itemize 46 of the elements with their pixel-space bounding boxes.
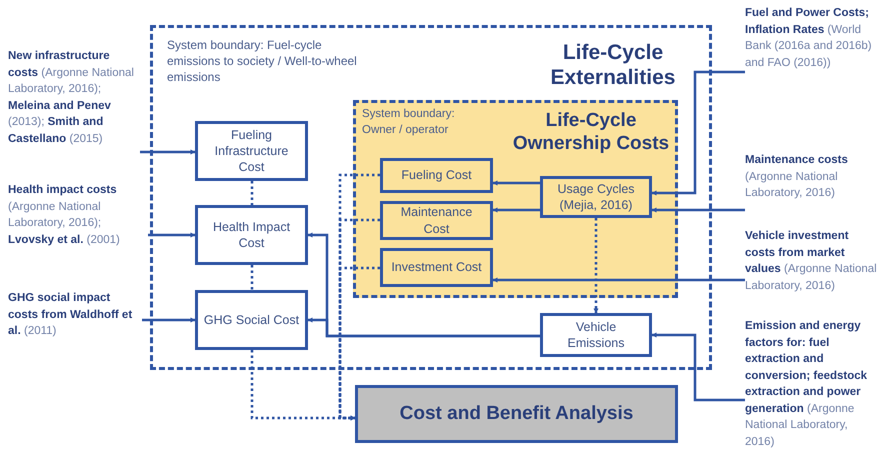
arrow xyxy=(142,318,196,322)
process-box xyxy=(540,313,652,357)
boundary-heading: Life-Cycle Externalities xyxy=(550,40,676,90)
arrow xyxy=(338,218,380,420)
system-boundary xyxy=(353,100,678,298)
arrow xyxy=(594,218,598,314)
arrow xyxy=(492,208,540,212)
process-box xyxy=(540,176,652,218)
box-label: Maintenance Cost xyxy=(400,204,474,237)
source-note: Health impact costs (Argonne National Laboratory, 2016); Lvovsky et al. (2001) xyxy=(8,182,148,248)
source-note: Fuel and Power Costs; Inflation Rates (World Bank (2016a and 2016b) and FAO (2016)) xyxy=(745,5,873,71)
source-note: Emission and energy factors for: fuel extraction and conversion; feedstock extraction and power generation (Argonne National Laboratory, 2016) xyxy=(745,318,877,450)
process-box xyxy=(355,385,678,443)
box-label: Fueling Cost xyxy=(400,167,473,184)
source-note: Maintenance costs (Argonne National Laboratory, 2016) xyxy=(745,152,877,202)
arrow xyxy=(308,318,540,338)
process-box xyxy=(380,158,493,193)
box-label: Cost and Benefit Analysis xyxy=(398,402,634,426)
process-box xyxy=(195,121,308,181)
boundary-note: System boundary: Fuel-cycle emissions to society / Well-to-wheel emissions xyxy=(167,37,358,86)
arrow xyxy=(140,150,196,154)
arrow xyxy=(652,70,745,196)
arrow xyxy=(338,266,380,420)
source-note: New infrastructure costs (Argonne National Laboratory, 2016); Meleina and Penev (2013); Smith and Castellano (2015) xyxy=(8,48,140,147)
connector-line xyxy=(250,181,254,205)
process-box xyxy=(380,201,493,240)
system-boundary xyxy=(150,25,712,370)
arrow xyxy=(492,180,540,186)
arrow xyxy=(652,208,745,212)
boundary-heading: Life-Cycle Ownership Costs xyxy=(512,110,670,156)
arrow xyxy=(148,232,196,238)
process-box xyxy=(195,205,308,265)
arrow xyxy=(492,278,745,282)
process-box xyxy=(380,248,493,287)
process-box xyxy=(195,290,308,350)
box-label: Investment Cost xyxy=(390,259,483,276)
box-label: Fueling Infrastructure Cost xyxy=(214,126,290,176)
boundary-note: System boundary: Owner / operator xyxy=(362,107,456,138)
box-label: GHG Social Cost xyxy=(202,312,300,328)
box-label: Usage Cycles (Mejia, 2016) xyxy=(556,180,636,214)
connector-line xyxy=(250,265,254,290)
source-note: GHG social impact costs from Waldhoff et al. (2011) xyxy=(8,290,142,340)
box-label: Vehicle Emissions xyxy=(566,318,626,352)
arrow xyxy=(652,332,745,402)
box-label: Health Impact Cost xyxy=(212,218,292,252)
source-note: Vehicle investment costs from market values (Argonne National Laboratory, 2016) xyxy=(745,228,877,294)
